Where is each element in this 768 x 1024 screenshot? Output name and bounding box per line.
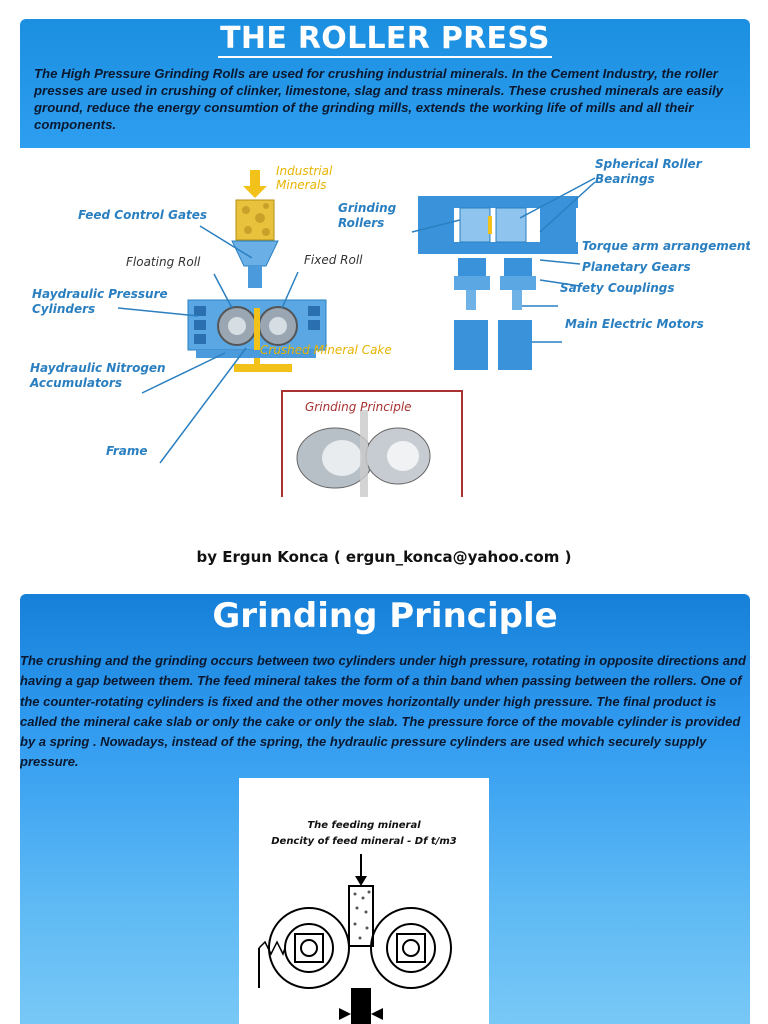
label-fixed-roll: Fixed Roll [304,253,363,267]
feed-arrow-icon [355,854,367,886]
label-safety-couplings: Safety Couplings [560,281,675,295]
right-roller [370,907,452,989]
roller-press-slide: THE ROLLER PRESS The High Pressure Grind… [20,19,750,497]
author-byline: by Ergun Konca ( ergun_konca@yahoo.com ) [196,548,572,566]
label-grinding-principle-inset: Grinding Principle [305,400,412,414]
mineral-hopper [231,199,279,288]
figure-caption-density: Dencity of feed mineral - Df t/m3 [271,836,457,847]
figure-caption-feed: The feeding mineral [307,820,421,831]
feed-arrow-icon [243,170,267,198]
label-spherical-bearings: Spherical Roller Bearings [595,157,702,186]
label-floating-roll: Floating Roll [126,255,201,269]
intro-paragraph: The High Pressure Grinding Rolls are use… [34,66,723,132]
slide-title: THE ROLLER PRESS [218,21,552,58]
grinding-principle-slide: Grinding Principle The crushing and the … [20,594,750,1024]
grinding-figure: The feeding mineral Dencity of feed mine… [239,778,489,1024]
label-torque-arm: Torque arm arrangement [582,239,750,253]
label-main-motors: Main Electric Motors [565,317,704,331]
spring-icon [258,940,286,956]
label-feed-control-gates: Feed Control Gates [78,208,208,222]
label-crushed-cake: Crushed Mineral Cake [260,343,392,357]
label-hydraulic-cylinders: Haydraulic Pressure Cylinders [32,287,168,316]
principle-paragraph: The crushing and the grinding occurs bet… [20,653,746,770]
label-grinding-rollers: Grinding Rollers [338,201,397,230]
roller-press-drive-assembly [418,196,578,370]
slide-header: THE ROLLER PRESS The High Pressure Grind… [20,19,750,148]
grinding-principle-inset [281,390,463,497]
label-planetary-gears: Planetary Gears [582,260,691,274]
label-nitrogen-accumulators: Haydraulic Nitrogen Accumulators [30,361,166,390]
label-industrial-minerals: Industrial Minerals [276,164,333,192]
roller-press-diagram: Industrial Minerals Feed Control Gates F… [20,148,750,497]
left-roller [268,907,350,989]
press-body [187,299,327,372]
slide-title: Grinding Principle [212,596,558,636]
label-frame: Frame [106,444,148,458]
